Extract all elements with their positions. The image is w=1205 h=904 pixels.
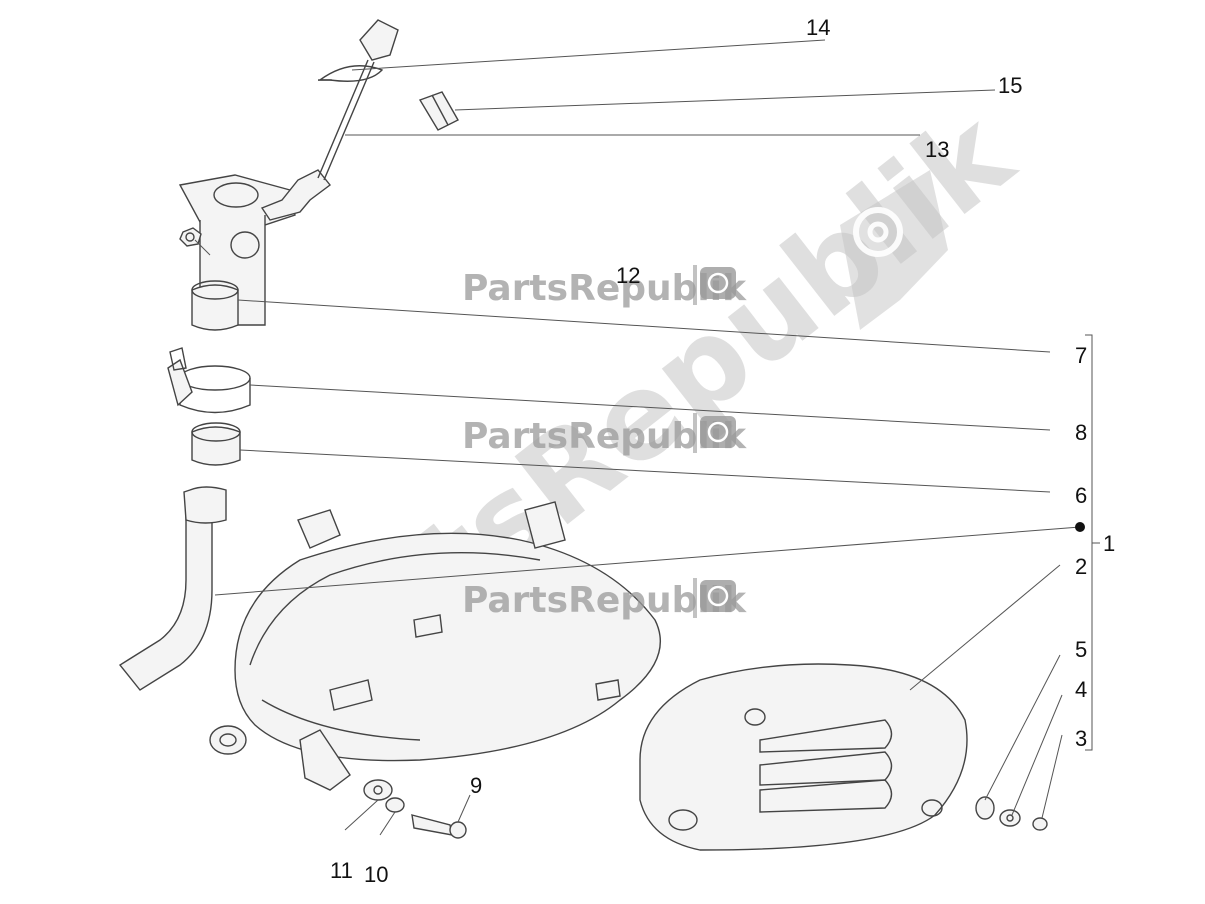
callout-labels: 1 2 3 4 5 6 7 8 9 10 11 12 13 14 15 [330, 15, 1115, 887]
clamp-8 [167, 347, 251, 414]
gear-icon [700, 416, 736, 448]
gear-icon [853, 207, 903, 257]
watermark-row-1: PartsRepublik [462, 265, 747, 309]
lock-washer-10 [385, 797, 405, 813]
callout-9: 9 [470, 773, 482, 798]
lambda-sensor [260, 19, 399, 221]
callout-2: 2 [1075, 554, 1087, 579]
muffler-body [234, 532, 662, 762]
callout-15: 15 [998, 73, 1022, 98]
callout-11: 11 [330, 858, 353, 883]
gear-icon [700, 580, 736, 612]
gasket-7 [191, 280, 239, 331]
watermark-row-2: PartsRepublik [462, 413, 747, 457]
callout-8: 8 [1075, 420, 1087, 445]
muffler-outlet [209, 725, 247, 755]
heat-shield-2 [639, 663, 968, 851]
manifold-sensor-port [230, 231, 260, 259]
callout-12: 12 [616, 263, 640, 288]
washer-4 [999, 809, 1021, 827]
callout-4: 4 [1075, 677, 1087, 702]
gasket-6 [191, 422, 241, 466]
nut-12 [179, 227, 202, 247]
watermark-text-3: PartsRepublik [462, 580, 747, 621]
callout-13: 13 [925, 137, 949, 162]
washer-5 [975, 796, 995, 820]
assembly-dot-icon [1075, 522, 1085, 532]
callout-3: 3 [1075, 726, 1087, 751]
watermark-row-3: PartsRepublik [462, 578, 747, 621]
callout-6: 6 [1075, 483, 1087, 508]
screw-3 [1032, 817, 1048, 831]
callout-5: 5 [1075, 637, 1087, 662]
grommet-15 [418, 91, 459, 131]
callout-14: 14 [806, 15, 830, 40]
cable-tie-14 [317, 65, 384, 82]
watermark-text-1: PartsRepublik [462, 268, 747, 309]
callout-1: 1 [1103, 531, 1115, 556]
bolt-9 [411, 814, 467, 839]
watermark-text-2: PartsRepublik [462, 416, 747, 457]
muffler-assembly [118, 486, 662, 791]
gear-icon [700, 267, 736, 299]
manifold-port [213, 182, 259, 208]
washer-11 [363, 779, 393, 801]
leader-lines [194, 39, 1100, 836]
callout-7: 7 [1075, 343, 1087, 368]
callout-10: 10 [364, 862, 388, 887]
sensor-connector [359, 19, 399, 61]
